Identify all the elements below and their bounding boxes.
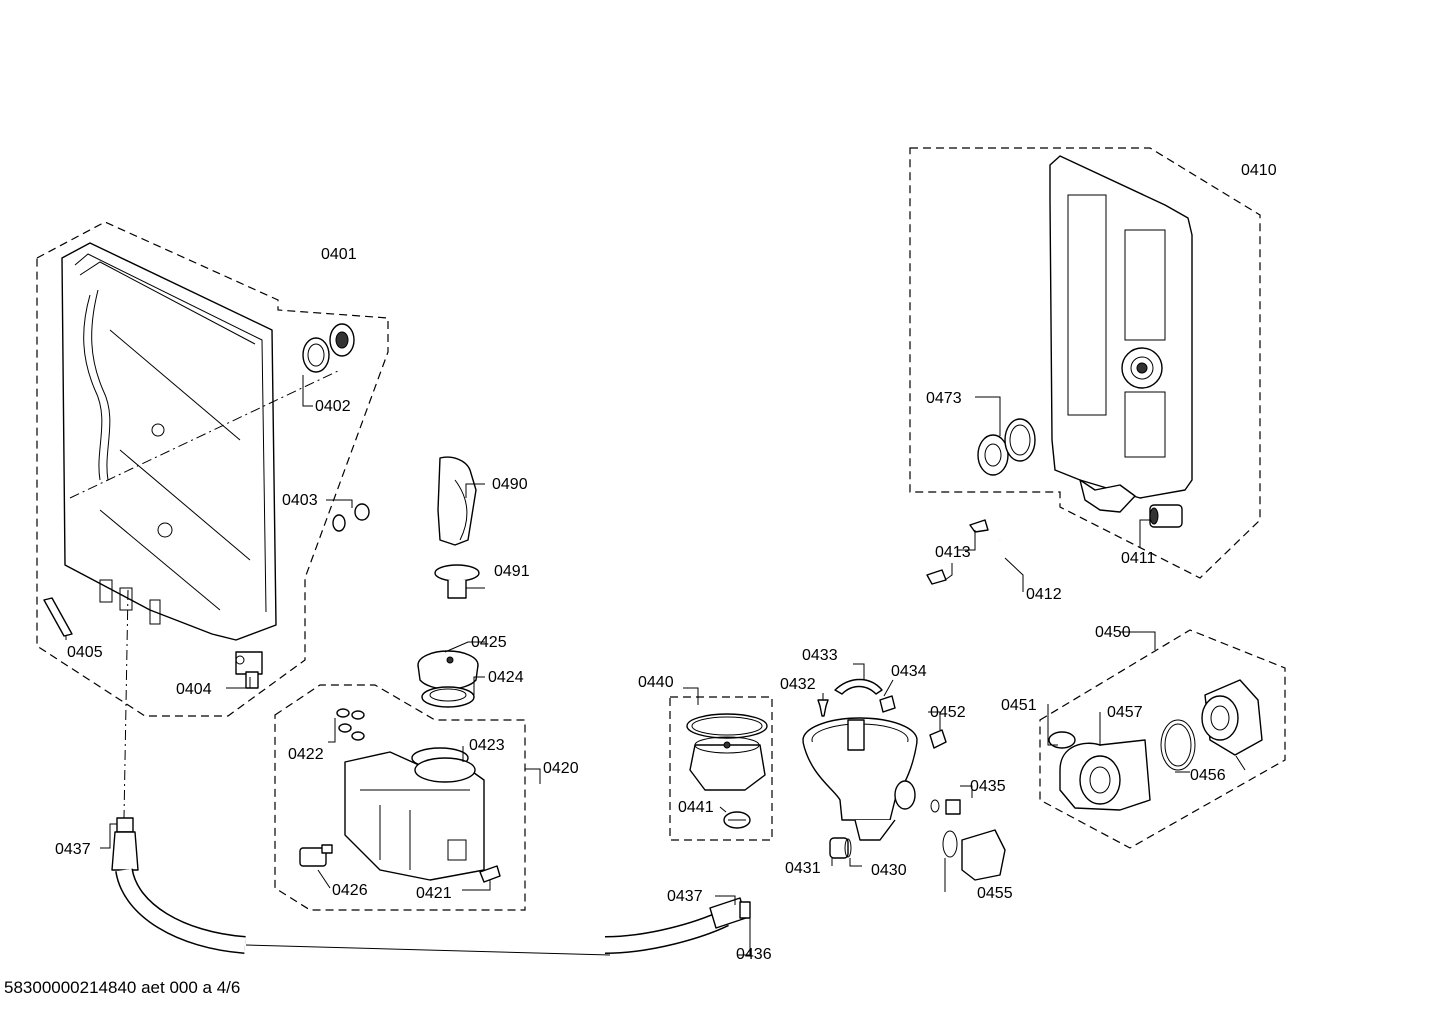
label-0457: 0457: [1107, 704, 1143, 721]
label-0413: 0413: [935, 544, 971, 561]
part-0430: [802, 717, 918, 841]
part-0420: [344, 747, 485, 881]
group-0420: [274, 684, 541, 911]
label-0441: 0441: [678, 799, 714, 816]
part-0490: [437, 456, 477, 546]
part-0402: [302, 323, 355, 373]
group-0401: [36, 221, 389, 819]
part-0437-drain-hose: [111, 817, 751, 954]
part-0452: [929, 729, 947, 749]
part-0457: [1059, 739, 1151, 811]
label-0430: 0430: [871, 862, 907, 879]
group-0440: [669, 687, 773, 841]
label-0437-left: 0437: [55, 841, 91, 858]
label-0426: 0426: [332, 882, 368, 899]
group-0430: [802, 663, 1006, 892]
label-0411: 0411: [1121, 550, 1156, 567]
part-0456-ring: [1160, 719, 1196, 771]
label-0412: 0412: [1026, 586, 1062, 603]
part-0433: [834, 678, 883, 695]
part-0403: [332, 503, 370, 532]
part-0411: [1149, 504, 1183, 528]
label-0410: 0410: [1241, 162, 1277, 179]
label-0436: 0436: [736, 946, 772, 963]
label-0431: 0431: [785, 860, 821, 877]
part-0404: [235, 651, 263, 689]
label-0437-right: 0437: [667, 888, 703, 905]
part-0432: [817, 699, 829, 717]
group-0450: [1039, 629, 1286, 849]
label-0490: 0490: [492, 476, 528, 493]
label-0434: 0434: [891, 663, 927, 680]
part-0456: [1201, 679, 1263, 756]
part-0435: [930, 799, 961, 815]
part-0422: [336, 708, 365, 741]
part-0405: [43, 597, 73, 637]
label-0440: 0440: [638, 674, 674, 691]
label-0451: 0451: [1001, 697, 1037, 714]
label-0405: 0405: [67, 644, 103, 661]
part-0455: [942, 829, 1006, 881]
part-0412: [926, 537, 1022, 627]
label-0435: 0435: [970, 778, 1006, 795]
label-0404: 0404: [176, 681, 212, 698]
label-0452: 0452: [930, 704, 966, 721]
part-0413: [926, 519, 989, 585]
part-0424: [421, 686, 475, 708]
part-0451: [1048, 731, 1076, 749]
label-0403: 0403: [282, 492, 318, 509]
side-panel-0401: [61, 242, 277, 641]
label-0420: 0420: [543, 760, 579, 777]
side-panel-0410: [1049, 155, 1193, 513]
part-0491: [434, 564, 480, 599]
label-0491: 0491: [494, 563, 530, 580]
label-0424: 0424: [488, 669, 524, 686]
label-0433: 0433: [802, 647, 838, 664]
group-0410: [909, 147, 1261, 627]
label-0425: 0425: [471, 634, 507, 651]
part-0440: [686, 713, 768, 791]
label-0455: 0455: [977, 885, 1013, 902]
label-0432: 0432: [780, 676, 816, 693]
part-0431: [829, 837, 852, 859]
label-0423: 0423: [469, 737, 505, 754]
label-0402: 0402: [315, 398, 351, 415]
label-0450: 0450: [1095, 624, 1131, 641]
part-0441: [723, 811, 751, 829]
label-0421: 0421: [416, 885, 452, 902]
part-0425: [417, 650, 479, 690]
label-0473: 0473: [926, 390, 962, 407]
label-0401: 0401: [321, 246, 357, 263]
callout-labels: 0401 0402 0403 0404 0405 0410 0411 0412 …: [55, 162, 1277, 963]
part-0473: [977, 418, 1036, 476]
part-0434: [879, 695, 896, 713]
part-0426: [299, 844, 333, 867]
label-0456: 0456: [1190, 767, 1226, 784]
label-0422: 0422: [288, 746, 324, 763]
drawing-number: 58300000214840 aet 000 a 4/6: [4, 978, 241, 997]
part-0421: [479, 865, 501, 883]
